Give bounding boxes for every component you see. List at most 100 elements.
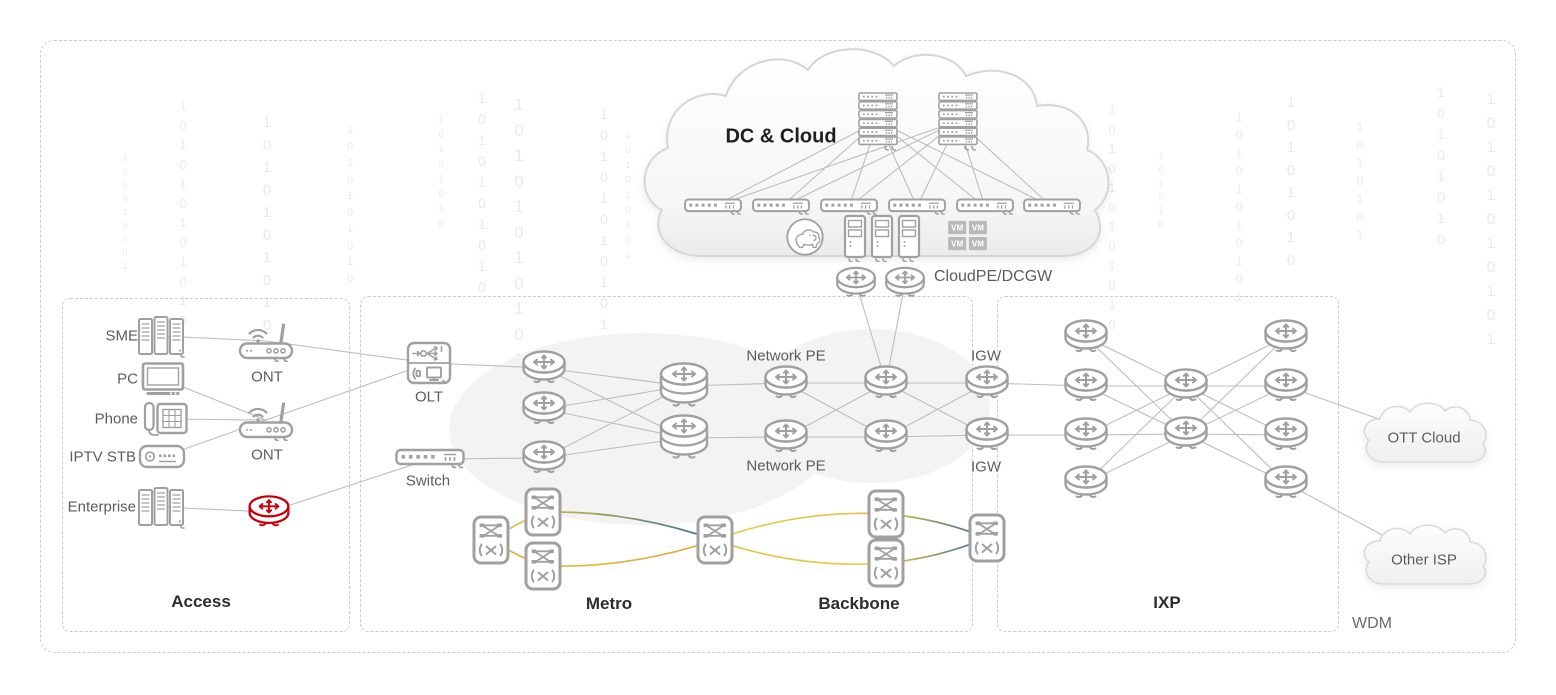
t3-tower-icon [897, 214, 921, 262]
label-metro: Metro [585, 594, 633, 613]
ixp-region-box [997, 296, 1339, 632]
label-ixp: IXP [1153, 593, 1181, 612]
label-ott-cloud: OTT Cloud [1387, 429, 1461, 447]
hadoop-hadoop-icon [786, 218, 824, 256]
access-region-box [62, 298, 350, 632]
label-enterprise: Enterprise [67, 498, 136, 516]
label-wdm: WDM [1352, 615, 1392, 632]
label-cloudpe-dcgw: CloudPE/DCGW [934, 268, 1053, 285]
npe2-router-icon [764, 419, 808, 453]
label-sme: SME [105, 327, 138, 345]
wc-wdm-icon [524, 541, 562, 591]
xr1-router-icon [1264, 319, 1308, 353]
sme-rack-icon [138, 316, 185, 358]
wa-wdm-icon [472, 515, 510, 565]
igw2-router-icon [965, 417, 1009, 451]
mpe2-router-tall-icon [659, 414, 709, 459]
label-olt: OLT [414, 388, 444, 406]
link-spine2-leaf1 [712, 120, 959, 208]
m2-router-icon [522, 391, 566, 425]
link-spine1-leaf6 [877, 120, 1053, 208]
xl4-router-icon [1064, 465, 1108, 499]
optical-ring-links [490, 511, 988, 568]
wb-wdm-icon [524, 487, 562, 537]
label-other-isp: Other ISP [1391, 551, 1457, 569]
cpe1-router-icon [836, 266, 876, 297]
link-spine2-leaf2 [780, 120, 959, 208]
label-ont-1: ONT [251, 368, 283, 386]
link-m3-mpe1 [543, 385, 685, 459]
xl1-router-icon [1064, 319, 1108, 353]
igw1-router-icon [965, 365, 1009, 399]
label-iptv-stb: IPTV STB [69, 448, 136, 466]
label-backbone: Backbone [818, 594, 900, 613]
xl2-router-icon [1064, 368, 1108, 402]
backbone-ellipse [754, 329, 990, 483]
metro-backbone-region-box [360, 296, 973, 632]
label-igw-bottom: IGW [971, 458, 1001, 476]
xr4-router-icon [1264, 465, 1308, 499]
link-xm2-xr1 [1185, 336, 1287, 435]
label-pc: PC [117, 370, 138, 388]
wg-wdm-icon [968, 513, 1006, 563]
link-ont1-olt [265, 340, 430, 364]
wdm-region-box [40, 40, 1516, 653]
npe1-router-icon [764, 365, 808, 399]
spine1-spine-icon [858, 92, 898, 151]
optical-link-wd-we [714, 512, 887, 541]
ent-rack-icon [138, 487, 185, 529]
p1-router-icon [864, 365, 908, 399]
p2-router-icon [864, 419, 908, 453]
label-network-pe-top: Network PE [746, 347, 826, 365]
wd-wdm-icon [696, 515, 734, 565]
xm2-router-icon [1164, 416, 1208, 450]
stb-stb-icon [138, 444, 186, 469]
xm1-router-icon [1164, 368, 1208, 402]
leaf5-hswitch-icon [956, 198, 1014, 216]
label-access: Access [171, 592, 231, 611]
m1-router-icon [522, 350, 566, 384]
label-phone: Phone [94, 410, 138, 428]
label-ont-2: ONT [251, 446, 283, 464]
pc-pc-icon [141, 362, 185, 397]
optical-link-wb-wd [542, 511, 716, 541]
xl3-router-icon [1064, 417, 1108, 451]
xr3-router-icon [1264, 417, 1308, 451]
ont2-ont-icon [238, 402, 294, 441]
link-spine1-leaf1 [712, 120, 879, 208]
leaf4-hswitch-icon [888, 198, 946, 216]
sw-hswitch-icon [395, 448, 465, 469]
link-xl4-xm1 [1085, 385, 1187, 484]
m3-router-icon [522, 440, 566, 474]
link-redr-sw [268, 458, 431, 513]
link-ont2-olt [265, 362, 430, 421]
leaf6-hswitch-icon [1023, 198, 1081, 216]
label-dc-cloud: DC & Cloud [725, 125, 837, 148]
ont1-ont-icon [238, 323, 294, 362]
t1-tower-icon [843, 214, 867, 262]
we-wdm-icon [867, 489, 905, 539]
leaf3-hswitch-icon [820, 198, 878, 216]
redr-router-icon [248, 495, 290, 527]
label-network-pe-bottom: Network PE [746, 457, 826, 475]
xr2-router-icon [1264, 368, 1308, 402]
mpe1-router-tall-icon [659, 362, 709, 407]
phone-phone-icon [143, 401, 188, 437]
t2-tower-icon [870, 214, 894, 262]
